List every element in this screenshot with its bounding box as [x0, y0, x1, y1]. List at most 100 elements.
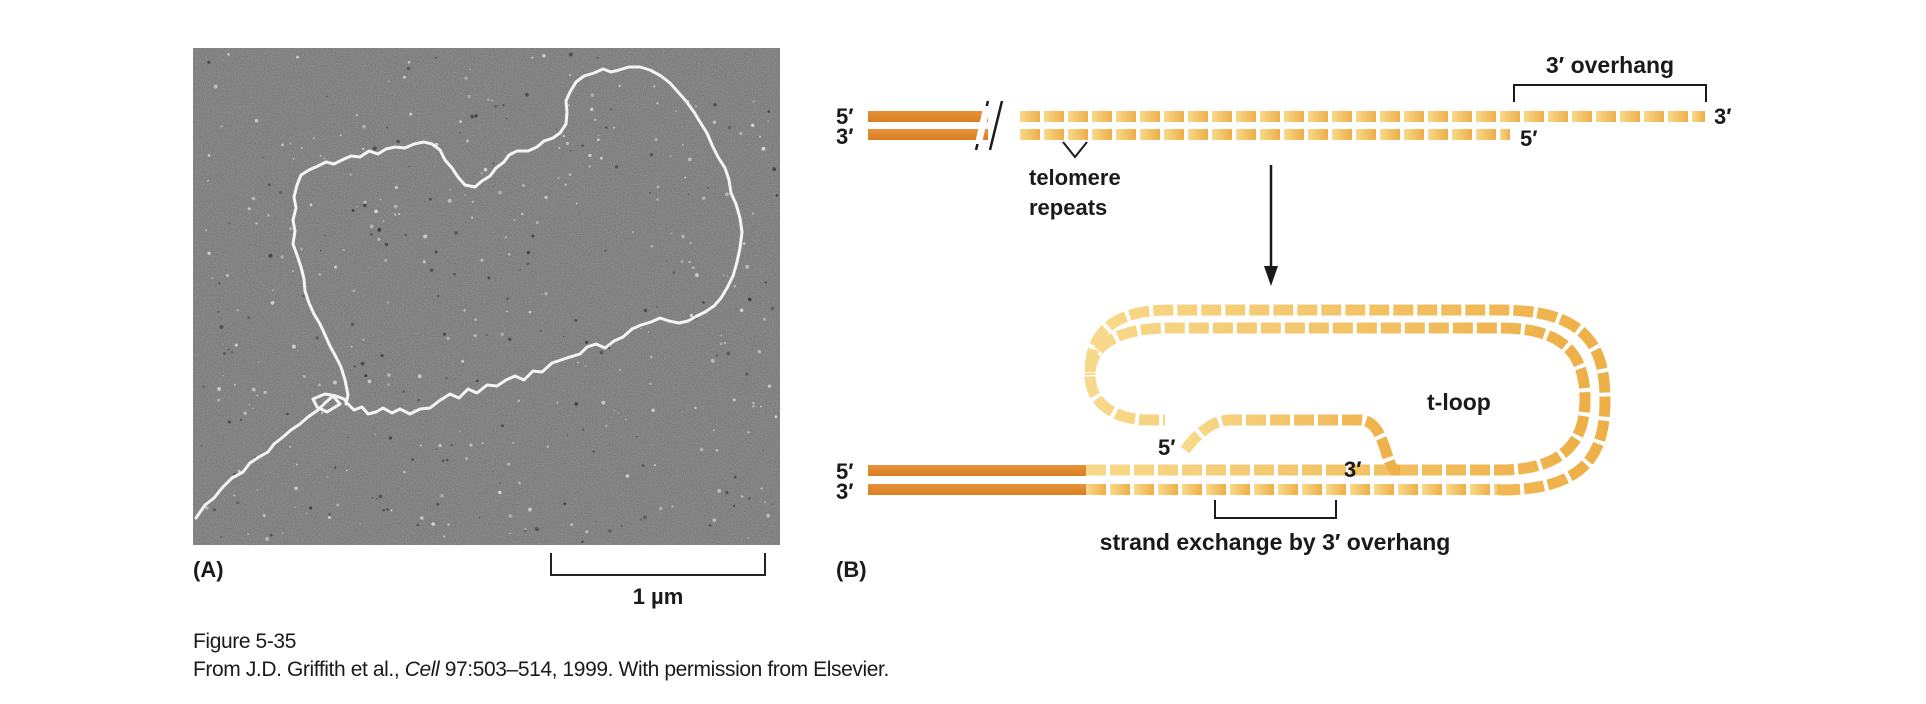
speck: [352, 289, 356, 293]
break-mark-right: [988, 100, 1004, 151]
speck: [447, 523, 450, 526]
speck: [252, 407, 254, 410]
repeat-segment: [1260, 111, 1280, 122]
speck: [764, 281, 767, 284]
speck: [632, 231, 635, 233]
speck: [771, 503, 774, 505]
speck: [640, 518, 642, 521]
top-strand-repeats: [1020, 111, 1705, 122]
speck: [774, 415, 778, 418]
duplex-5-prime-end: 5′: [1520, 126, 1538, 151]
speck: [770, 306, 775, 310]
speck: [309, 203, 313, 207]
repeat-segment: [1428, 129, 1448, 140]
speck: [601, 400, 606, 405]
speck: [481, 442, 484, 445]
speck: [459, 430, 461, 433]
speck: [475, 379, 479, 383]
speck: [362, 338, 365, 341]
speck: [219, 325, 224, 330]
repeat-segment: [1404, 129, 1424, 140]
speck: [281, 143, 285, 147]
speck: [350, 345, 353, 348]
linear-telomere: 5′ 3′ 3′ overhang 3′ 5′ telomere repeats: [836, 52, 1732, 220]
speck: [588, 165, 591, 168]
speck: [672, 271, 676, 274]
speck: [237, 469, 241, 473]
speck: [590, 107, 594, 112]
speck: [739, 132, 743, 136]
speck: [725, 491, 729, 495]
speck: [394, 185, 399, 190]
speck: [759, 405, 763, 408]
speck: [624, 418, 627, 421]
speck: [233, 494, 236, 497]
speck: [202, 385, 205, 388]
strand-exchange-label: strand exchange by 3′ overhang: [1100, 529, 1451, 555]
speck: [211, 277, 213, 279]
speck: [317, 383, 321, 387]
speck: [525, 93, 529, 97]
source-suffix: 97:503–514, 1999. With permission from E…: [439, 658, 890, 681]
speck: [650, 244, 654, 248]
speck: [309, 506, 313, 510]
speck: [574, 402, 579, 406]
speck: [386, 126, 389, 129]
speck: [471, 216, 474, 219]
speck: [600, 156, 603, 160]
speck: [568, 52, 573, 57]
speck: [739, 308, 744, 313]
speck: [380, 353, 384, 358]
speck: [270, 300, 275, 305]
speck: [699, 447, 704, 452]
repeat-segment: [1326, 484, 1346, 495]
speck: [464, 456, 469, 461]
speck: [485, 334, 488, 337]
speck: [694, 105, 697, 108]
speck: [459, 120, 462, 124]
speck: [772, 167, 776, 171]
speck: [265, 536, 270, 541]
micrograph-grain: [193, 48, 780, 545]
speck: [463, 309, 466, 312]
speck: [681, 234, 685, 239]
top-left-5-prime: 5′: [836, 104, 854, 129]
speck: [640, 327, 642, 330]
repeat-segment: [1086, 484, 1106, 495]
speck: [691, 266, 695, 270]
speck: [325, 95, 328, 98]
speck: [446, 458, 449, 462]
speck: [387, 383, 390, 386]
speck: [613, 409, 616, 411]
repeat-segment: [1044, 129, 1064, 140]
speck: [659, 506, 663, 511]
speck: [254, 118, 259, 123]
speck: [204, 506, 209, 510]
repeat-segment: [1572, 111, 1592, 122]
speck: [226, 274, 229, 277]
speck: [364, 374, 368, 378]
speck: [649, 191, 652, 194]
speck: [247, 533, 250, 536]
overhang-bracket: [1513, 84, 1707, 102]
repeat-segment: [1278, 484, 1298, 495]
repeat-segment: [1380, 129, 1400, 140]
speck: [312, 137, 315, 140]
speck: [480, 172, 483, 175]
speck: [286, 412, 289, 416]
speck: [281, 532, 284, 534]
speck: [321, 411, 324, 415]
speck: [713, 103, 717, 107]
speck: [531, 56, 534, 59]
repeat-segment: [1230, 484, 1250, 495]
speck: [570, 523, 574, 527]
speck: [517, 481, 521, 485]
loop-inner-strand: [1084, 304, 1611, 496]
speck: [608, 346, 611, 350]
speck: [748, 497, 751, 500]
speck: [236, 501, 240, 505]
speck: [473, 333, 477, 338]
speck: [566, 434, 569, 437]
speck: [625, 474, 630, 478]
panel-a-label: (A): [193, 557, 224, 582]
